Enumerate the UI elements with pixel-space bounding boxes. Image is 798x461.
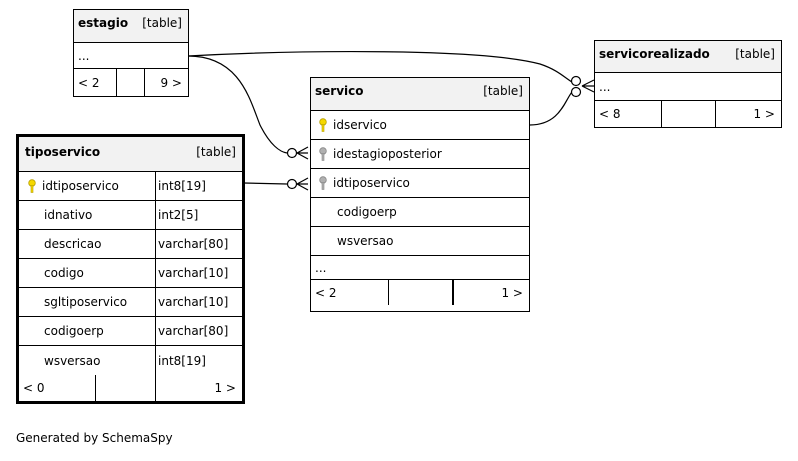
- relationship-nav: < 2 9 >: [74, 69, 188, 96]
- column-type: int2[5]: [158, 208, 199, 222]
- ellipsis: ...: [78, 48, 90, 63]
- column-type: int8[19]: [158, 179, 206, 193]
- foreign-key-icon: [319, 176, 327, 190]
- column-type: varchar[80]: [158, 237, 229, 251]
- nav-children[interactable]: 1 >: [753, 107, 775, 121]
- column-row[interactable]: wsversao: [311, 227, 529, 256]
- table-header[interactable]: servico [table]: [311, 78, 529, 111]
- relationship-nav: < 0 1 >: [19, 375, 242, 401]
- table-servico[interactable]: servico [table] idservico idestagioposte…: [310, 77, 530, 312]
- column-row[interactable]: idtiposervico: [311, 169, 529, 198]
- column-name: idtiposervico: [333, 176, 410, 190]
- column-name: descricao: [44, 237, 102, 251]
- column-name: idestagioposterior: [333, 147, 442, 161]
- nav-spacer: [389, 280, 453, 305]
- column-row[interactable]: idtiposervico int8[19]: [19, 172, 242, 201]
- column-type: int8[19]: [158, 353, 206, 368]
- nav-children[interactable]: 9 >: [160, 75, 182, 90]
- nav-parents[interactable]: < 8: [595, 101, 662, 127]
- table-servicorealizado[interactable]: servicorealizado [table] ... < 8 1 >: [594, 40, 782, 128]
- column-row[interactable]: idservico: [311, 111, 529, 140]
- column-name: codigoerp: [337, 205, 397, 219]
- column-row[interactable]: codigo varchar[10]: [19, 259, 242, 288]
- column-name: idtiposervico: [42, 179, 119, 193]
- column-name: sgltiposervico: [44, 295, 128, 309]
- table-header[interactable]: servicorealizado [table]: [595, 41, 781, 73]
- table-name[interactable]: tiposervico: [25, 145, 101, 159]
- column-name: wsversao: [44, 353, 101, 368]
- relation-estagio-servicorealizado: [187, 50, 573, 83]
- relation-optional-marker: [570, 75, 582, 87]
- table-kind: [table]: [196, 145, 236, 159]
- table-kind: [table]: [142, 16, 182, 30]
- nav-spacer: [117, 69, 145, 96]
- nav-spacer: [662, 101, 716, 127]
- table-header[interactable]: tiposervico [table]: [19, 137, 242, 172]
- column-row[interactable]: codigoerp varchar[80]: [19, 317, 242, 346]
- column-name: wsversao: [337, 234, 394, 248]
- nav-parents[interactable]: < 2: [74, 69, 117, 96]
- column-row[interactable]: codigoerp: [311, 198, 529, 227]
- column-type: varchar[80]: [158, 324, 229, 338]
- nav-children[interactable]: 1 >: [453, 280, 529, 305]
- column-name: idservico: [333, 118, 387, 132]
- column-row[interactable]: wsversao int8[19]: [19, 346, 242, 375]
- column-row[interactable]: idnativo int2[5]: [19, 201, 242, 230]
- relationship-nav: < 8 1 >: [595, 101, 781, 127]
- table-estagio[interactable]: estagio [table] ... < 2 9 >: [73, 9, 189, 97]
- column-row[interactable]: descricao varchar[80]: [19, 230, 242, 259]
- foreign-key-icon: [319, 147, 327, 161]
- relation-estagio-servico: [187, 55, 288, 154]
- footer-credit: Generated by SchemaSpy: [16, 431, 173, 445]
- column-row[interactable]: sgltiposervico varchar[10]: [19, 288, 242, 317]
- column-type: varchar[10]: [158, 266, 229, 280]
- column-name: codigo: [44, 266, 84, 280]
- column-type: varchar[10]: [158, 295, 229, 309]
- relation-optional-marker: [570, 86, 582, 98]
- nav-parents[interactable]: < 2: [311, 280, 389, 305]
- table-tiposervico[interactable]: tiposervico [table] idtiposervico int8[19…: [16, 134, 245, 404]
- relation-tiposervico-servico: [243, 182, 288, 185]
- primary-key-icon: [28, 179, 36, 193]
- column-row[interactable]: idestagioposterior: [311, 140, 529, 169]
- more-columns-row: ...: [311, 256, 529, 280]
- relation-optional-marker: [286, 178, 298, 190]
- table-name[interactable]: servico: [315, 84, 364, 98]
- relation-optional-marker: [286, 147, 298, 159]
- ellipsis: ...: [315, 260, 327, 275]
- ellipsis: ...: [599, 79, 611, 94]
- column-name: codigoerp: [44, 324, 104, 338]
- nav-spacer: [96, 375, 156, 401]
- table-name[interactable]: servicorealizado: [599, 47, 710, 61]
- table-name[interactable]: estagio: [78, 16, 129, 30]
- relationship-nav: < 2 1 >: [311, 280, 529, 305]
- column-name: idnativo: [44, 208, 93, 222]
- primary-key-icon: [319, 118, 327, 132]
- more-columns-row: ...: [74, 43, 188, 69]
- nav-children[interactable]: 1 >: [214, 381, 236, 395]
- table-kind: [table]: [735, 47, 775, 61]
- nav-parents[interactable]: < 0: [19, 375, 96, 401]
- table-kind: [table]: [483, 84, 523, 98]
- relation-servico-servicorealizado: [529, 91, 573, 126]
- table-header[interactable]: estagio [table]: [74, 10, 188, 43]
- more-columns-row: ...: [595, 73, 781, 101]
